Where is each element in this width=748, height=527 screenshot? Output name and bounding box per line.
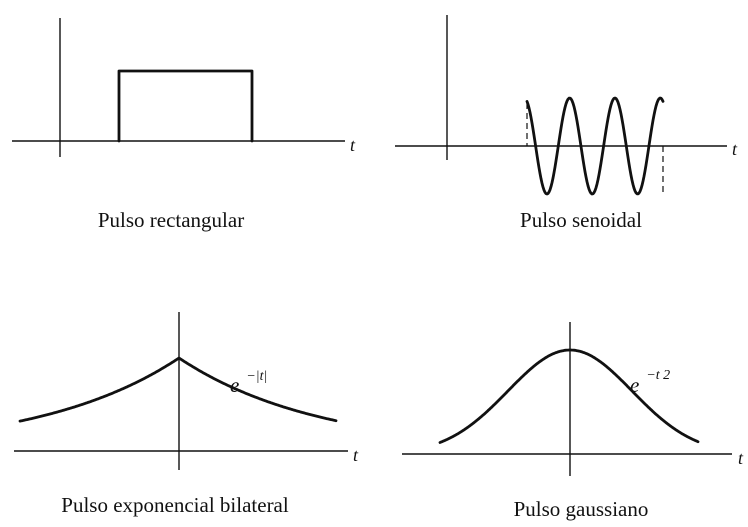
formula-base: e (630, 373, 639, 397)
panel-rectangular: t Pulso rectangular (12, 18, 356, 232)
axis-label-t: t (732, 139, 738, 159)
caption-exponential: Pulso exponencial bilateral (61, 493, 289, 517)
formula-exponential: e −|t| (230, 369, 267, 397)
panel-exponential: t e −|t| Pulso exponencial bilateral (14, 312, 359, 517)
caption-rectangular: Pulso rectangular (98, 208, 244, 232)
axis-label-t: t (350, 135, 356, 155)
panel-gaussian: t e −t 2 Pulso gaussiano (402, 322, 744, 521)
formula-exponent: −|t| (246, 369, 267, 384)
axis-label-t: t (738, 448, 744, 468)
formula-exponent: −t 2 (646, 368, 670, 383)
sinusoidal-pulse-curve (525, 96, 665, 196)
gaussian-pulse-curve (438, 348, 700, 444)
caption-gaussian: Pulso gaussiano (514, 497, 649, 521)
axis-label-t: t (353, 445, 359, 465)
formula-base: e (230, 373, 239, 397)
panel-sinusoidal: t Pulso senoidal (395, 15, 738, 232)
exponential-pulse-curve (18, 356, 338, 423)
caption-sinusoidal: Pulso senoidal (520, 208, 642, 232)
formula-gaussian: e −t 2 (630, 368, 670, 397)
rectangular-pulse-curve (117, 69, 254, 143)
